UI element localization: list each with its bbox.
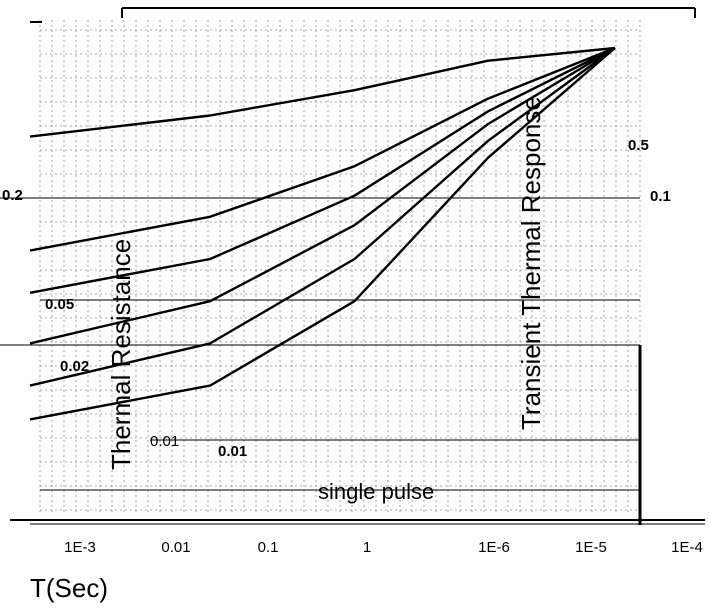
x-tick-label: 1 [363,539,371,556]
x-axis-title: T(Sec) [30,573,108,603]
plot-frame [0,7,705,525]
x-tick-label: 1E-4 [671,539,703,556]
single-pulse-label: single pulse [318,479,434,504]
curve-layer [29,46,616,421]
x-tick-label: 0.1 [258,539,279,556]
curve-label-0.5: 0.5 [628,137,649,154]
x-tick-label: 1E-5 [575,539,607,556]
curve-label-0.05: 0.05 [45,296,74,313]
series-line-0.02 [29,47,616,387]
curve-label-0.1: 0.1 [650,188,671,205]
curve-label-0.02: 0.02 [60,358,89,375]
x-tick-label: 1E-3 [64,539,96,556]
y2-axis-title: Transient Thermal Response [516,96,546,430]
series-line-0.2 [29,46,616,252]
y-axis-title: Thermal Resistance [106,239,136,470]
x-tick-label: 0.01 [161,539,190,556]
series-line-0.5 [29,46,616,138]
series-line-0.1 [29,46,616,294]
series-line-0.01 [29,47,616,421]
x-tick-label: 1E-6 [478,539,510,556]
series-line-0.05 [29,46,616,345]
curve-label-0.01: 0.01 [218,443,247,460]
inset-label-0.01: 0.01 [150,433,179,450]
curve-label-0.2: 0.2 [2,187,23,204]
